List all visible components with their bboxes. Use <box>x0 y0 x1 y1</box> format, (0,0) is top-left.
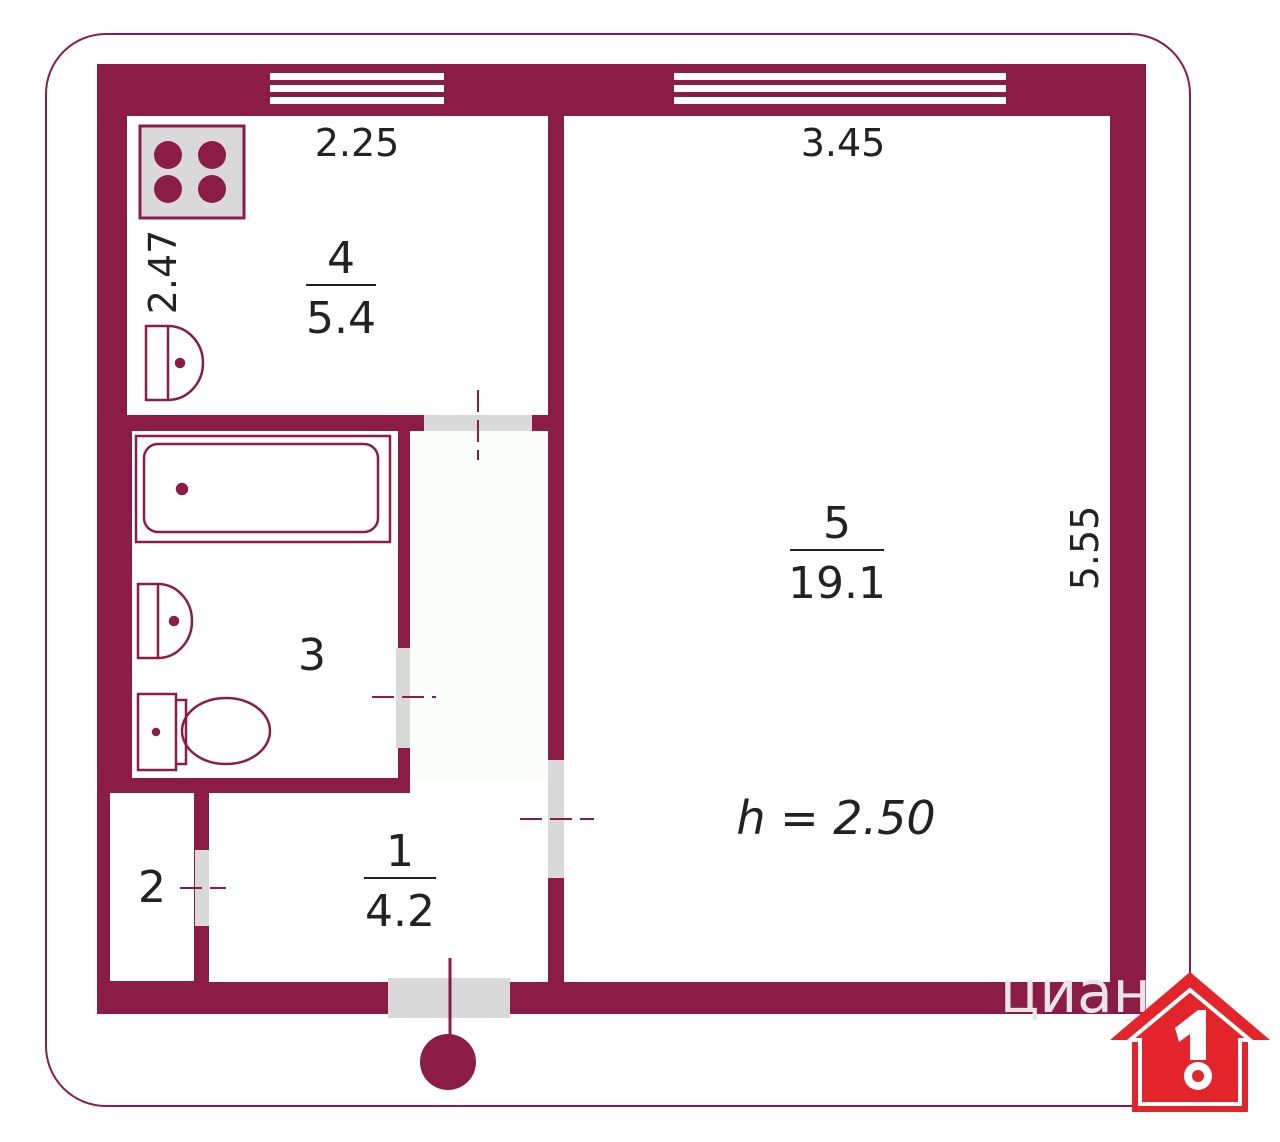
kitchen-depth-dim: 2.47 <box>141 230 185 315</box>
room-4-number: 4 <box>327 233 355 284</box>
ceiling-height-label: h = 2.50 <box>736 791 935 845</box>
room-1-area: 4.2 <box>365 886 435 937</box>
room-1-number: 1 <box>386 826 414 877</box>
door-swing-marks <box>180 390 594 889</box>
living-depth-dim: 5.55 <box>1063 506 1107 591</box>
agency-logo-icon <box>1110 972 1270 1112</box>
room-3-number: 3 <box>298 630 326 681</box>
bathtub-icon <box>134 434 392 544</box>
kitchen-window <box>270 70 444 112</box>
room-5-area: 19.1 <box>788 558 886 609</box>
sink-icon <box>136 582 194 660</box>
room-4-area: 5.4 <box>306 293 376 344</box>
kitchen-sink-icon <box>144 324 205 402</box>
toilet-icon <box>136 692 272 772</box>
watermark-brand: циан <box>1000 958 1151 1026</box>
room-2-number: 2 <box>138 862 166 913</box>
entrance-marker-icon <box>420 1034 476 1090</box>
stove-icon <box>138 124 246 220</box>
living-window <box>674 70 1006 112</box>
outer-walls <box>97 64 1146 1014</box>
living-width-dim: 3.45 <box>801 121 886 165</box>
room-5-number: 5 <box>823 498 851 549</box>
kitchen-width-dim: 2.25 <box>315 121 400 165</box>
corridor-floor <box>410 431 548 778</box>
plot-boundary <box>45 33 1191 1107</box>
